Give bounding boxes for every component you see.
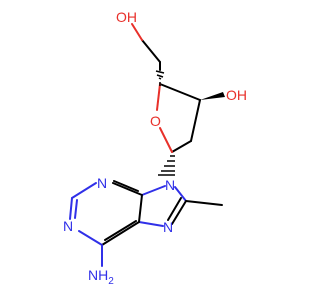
bond-c4-n9: [141, 185, 166, 196]
wedge-c3-oh: [200, 92, 225, 100]
bond-c8-n7a: [171, 200, 187, 225]
amine-subscript: 2: [108, 276, 114, 287]
bond-n7-c5: [138, 221, 164, 227]
bond-c6-c5-double: [104, 220, 137, 241]
bond-c4-n3: [112, 182, 143, 196]
bond-n1-c6: [78, 230, 103, 246]
atom-label-oh-right: OH: [226, 87, 247, 103]
atom-label-amine: NH2: [88, 267, 114, 287]
atom-label-n1: N: [63, 218, 73, 234]
hashed-wedge-c4-c5: [155, 70, 165, 86]
bond-o-c1: [159, 127, 173, 153]
bond-c8-me: [185, 200, 223, 206]
bond-c3-c2: [190, 99, 201, 142]
atom-label-n7: N: [163, 219, 173, 235]
atom-label-n3: N: [97, 175, 107, 191]
bond-c2-n1: [69, 197, 73, 220]
bond-c4-c3: [159, 83, 201, 101]
bond-c5-c4: [138, 194, 143, 223]
bond-c2-c1: [171, 140, 192, 153]
bond-ch2-oh: [131, 23, 143, 41]
molecule-diagram: OH OH O N N N N NH2: [63, 9, 247, 287]
hashed-wedge-c1-n9: [158, 155, 175, 176]
bond-c4-n3-double: [113, 180, 139, 192]
bond-o-c4: [156, 83, 161, 111]
bond-n3-c2: [71, 182, 97, 199]
atom-label-n9: N: [165, 177, 175, 193]
bond-c5-ch2: [141, 39, 161, 63]
bond-c6-c5: [101, 221, 140, 246]
bond-c8-n7b: [167, 197, 182, 221]
bond-c2-n1-double: [74, 199, 78, 219]
bond-n9-c8: [174, 186, 187, 202]
structure-drawing: OH OH O N N N N NH2: [63, 9, 247, 287]
atom-label-oh-top: OH: [116, 9, 137, 25]
atom-label-ring-oxygen: O: [150, 113, 161, 129]
